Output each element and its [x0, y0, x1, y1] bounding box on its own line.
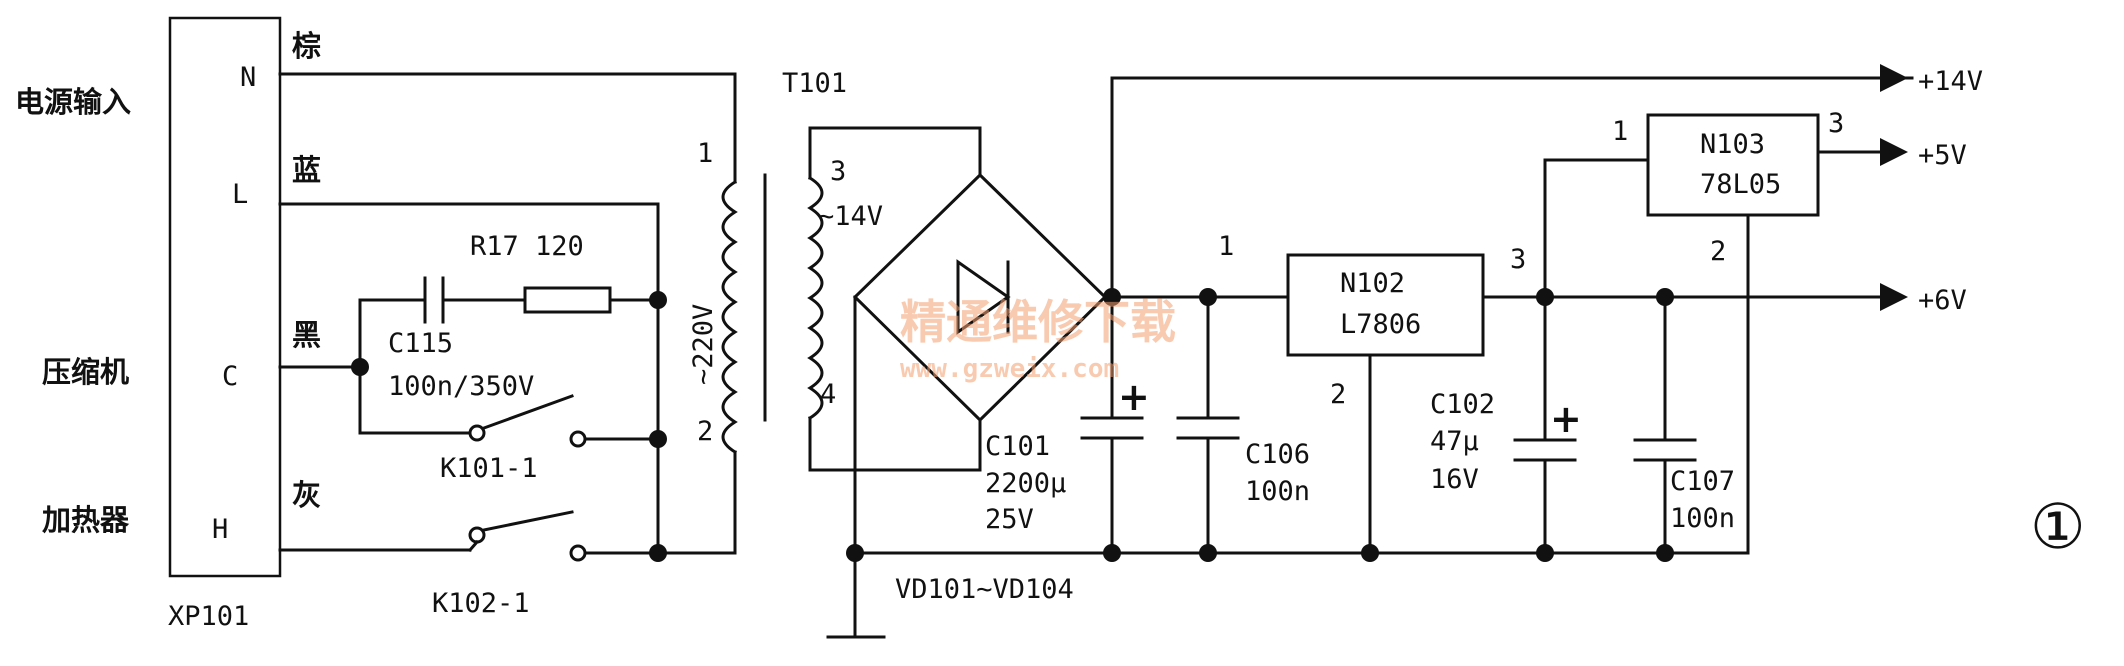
wire-color-n: 棕 — [292, 29, 321, 63]
t101-primary-coil — [721, 179, 738, 455]
watermark-url: www.gzweix.com — [900, 354, 1119, 384]
k102-label: K102-1 — [432, 588, 530, 619]
n102-ref: N102 — [1340, 268, 1405, 299]
n102-pin1: 1 — [1218, 231, 1234, 262]
ground-rail — [853, 260, 1750, 555]
n103-pin1: 1 — [1612, 116, 1628, 147]
c101-volt: 25V — [985, 504, 1034, 535]
n103-part: 78L05 — [1700, 169, 1781, 200]
label-compressor: 压缩机 — [42, 355, 129, 389]
connector-xp101-body — [168, 16, 282, 578]
wire-color-l: 蓝 — [292, 153, 321, 187]
label-power-input: 电源输入 — [15, 85, 131, 119]
n102-pin2: 2 — [1330, 379, 1346, 410]
k101-contact-b — [569, 430, 587, 448]
k101-label: K101-1 — [440, 453, 538, 484]
junction-gnd-f — [1656, 544, 1674, 562]
k101-contact-a — [468, 424, 486, 442]
watermark-text: 精通维修下载 — [900, 295, 1176, 349]
n102-part: L7806 — [1340, 309, 1421, 340]
wire-sec-top — [808, 126, 982, 180]
bridge-diode-triangle — [956, 259, 1011, 335]
c101-plus: + — [1118, 375, 1150, 419]
t101-pin2: 2 — [697, 416, 713, 447]
junction-gnd-d — [1361, 544, 1379, 562]
junction-c106-top — [1199, 288, 1217, 306]
junction-r17 — [649, 291, 667, 309]
t101-pin3: 3 — [830, 156, 846, 187]
pin-c-label: C — [222, 361, 238, 392]
wire-sec-bottom — [808, 416, 982, 472]
t101-pin1: 1 — [697, 138, 713, 169]
bridge-rectifier — [852, 172, 1108, 423]
junction-gnd-b — [1103, 544, 1121, 562]
k101-blade — [482, 394, 574, 430]
k102-contact-a — [468, 526, 486, 544]
bridge-ref: VD101~VD104 — [895, 574, 1074, 605]
connector-ref: XP101 — [168, 601, 249, 632]
c107-value: 100n — [1670, 503, 1735, 534]
arrow-14v-icon — [1880, 64, 1908, 92]
n103-ref: N103 — [1700, 129, 1765, 160]
output-14v: +14V — [1918, 66, 1983, 97]
c115-ref: C115 — [388, 328, 453, 359]
output-5v: +5V — [1918, 140, 1967, 171]
junction-gnd-c — [1199, 544, 1217, 562]
wire-n — [278, 72, 737, 184]
t101-primary-voltage: ~220V — [688, 304, 719, 385]
wire-color-h: 灰 — [292, 478, 321, 512]
t101-secondary-voltage: ~14V — [818, 201, 883, 232]
junction-k102 — [649, 544, 667, 562]
c101-ref: C101 — [985, 431, 1050, 462]
wire-k102-in — [467, 539, 480, 553]
c101-value: 2200μ — [985, 468, 1066, 499]
junction-c107-top — [1656, 288, 1674, 306]
t101-secondary-coil — [807, 175, 824, 421]
junction-c — [351, 358, 369, 376]
k102-contact-b — [569, 544, 587, 562]
n103-body — [1646, 113, 1820, 217]
junction-gnd-e — [1536, 544, 1554, 562]
n102-pin3: 3 — [1510, 244, 1526, 275]
c107-ref: C107 — [1670, 466, 1735, 497]
junction-k101 — [649, 430, 667, 448]
pin-l-label: L — [232, 179, 248, 210]
c102-value: 47μ — [1430, 426, 1479, 457]
wire-snubber-left — [358, 298, 427, 435]
figure-number: ① — [2030, 490, 2086, 563]
n103-pin3: 3 — [1828, 108, 1844, 139]
arrow-5v-icon — [1880, 138, 1908, 166]
rail-14v — [1110, 76, 1882, 299]
arrow-6v-icon — [1880, 283, 1908, 311]
c106-value: 100n — [1245, 476, 1310, 507]
t101-ref: T101 — [782, 68, 847, 99]
c115-value: 100n/350V — [388, 371, 534, 402]
label-heater: 加热器 — [42, 503, 130, 537]
junction-bridge-plus — [1103, 288, 1121, 306]
pin-n-label: N — [240, 62, 256, 93]
n102-body — [1286, 253, 1485, 357]
c102-plus: + — [1550, 397, 1582, 441]
r17-label: R17 120 — [470, 231, 584, 262]
t101-pin4: 4 — [820, 379, 836, 410]
junction-c102-top — [1536, 288, 1554, 306]
c106-ref: C106 — [1245, 439, 1310, 470]
k102-blade — [482, 510, 574, 532]
r17-resistor — [523, 286, 612, 314]
n103-pin2: 2 — [1710, 236, 1726, 267]
c102-volt: 16V — [1430, 464, 1479, 495]
wire-color-c: 黑 — [292, 318, 321, 352]
pin-h-label: H — [212, 514, 228, 545]
c102-ref: C102 — [1430, 389, 1495, 420]
junction-gnd-a — [846, 544, 864, 562]
output-6v: +6V — [1918, 285, 1967, 316]
wire-n103-in — [1543, 158, 1650, 299]
